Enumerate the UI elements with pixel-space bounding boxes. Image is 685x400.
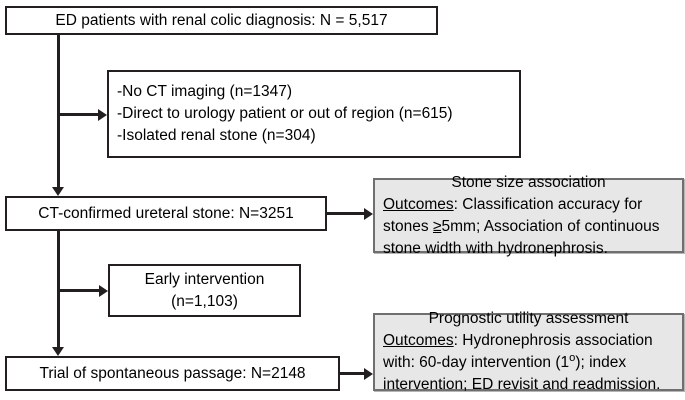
stone-size-outcomes-label: Outcomes bbox=[383, 195, 454, 213]
node-early-intervention-line-1: Early intervention bbox=[144, 270, 265, 288]
greater-equal-icon: ≥ bbox=[432, 217, 442, 235]
exclusion-line-1: -No CT imaging (n=1347) bbox=[117, 83, 293, 100]
node-early-intervention: Early intervention (n=1,103) bbox=[108, 264, 301, 317]
node-cohort: ED patients with renal colic diagnosis: … bbox=[5, 6, 438, 35]
arrowhead-cohort-to-ct bbox=[52, 187, 64, 196]
node-ct-confirmed-label: CT-confirmed ureteral stone: N=3251 bbox=[38, 204, 294, 222]
prognostic-outcomes: Outcomes: Hydronephrosis association wit… bbox=[383, 330, 674, 396]
prognostic-body-part2: ); index intervention; ED revisit and re… bbox=[383, 354, 661, 393]
arrowhead-spine-to-early-intervention bbox=[99, 285, 108, 297]
node-early-intervention-line-2: (n=1,103) bbox=[171, 292, 238, 310]
node-stone-size-association: Stone size association Outcomes: Classif… bbox=[373, 174, 684, 257]
connector-spine-to-exclusions bbox=[57, 113, 99, 116]
node-exclusions: -No CT imaging (n=1347) -Direct to urolo… bbox=[107, 70, 521, 158]
stone-size-title: Stone size association bbox=[451, 173, 606, 191]
arrowhead-ct-to-stone-size bbox=[364, 208, 373, 220]
node-trial-passage: Trial of spontaneous passage: N=2148 bbox=[5, 356, 340, 391]
node-trial-passage-label: Trial of spontaneous passage: N=2148 bbox=[39, 364, 306, 382]
exclusion-line-2: -Direct to urology patient or out of reg… bbox=[117, 105, 453, 122]
stone-size-body-part1: : Classification accuracy for stones bbox=[383, 195, 643, 235]
prognostic-title: Prognostic utility assessment bbox=[428, 310, 629, 327]
connector-cohort-to-ct bbox=[57, 35, 60, 188]
arrowhead-trial-to-prognostic bbox=[364, 368, 373, 380]
node-cohort-label: ED patients with renal colic diagnosis: … bbox=[55, 11, 388, 29]
prognostic-outcomes-label: Outcomes bbox=[383, 332, 454, 349]
node-prognostic-utility-assessment: Prognostic utility assessment Outcomes: … bbox=[373, 310, 684, 393]
degree-superscript-icon: o bbox=[569, 351, 576, 364]
stone-size-outcomes: Outcomes: Classification accuracy for st… bbox=[383, 194, 674, 260]
node-ct-confirmed: CT-confirmed ureteral stone: N=3251 bbox=[5, 196, 327, 231]
connector-spine-to-early-intervention bbox=[57, 289, 100, 292]
arrowhead-spine-to-exclusions bbox=[98, 109, 107, 121]
connector-ct-to-stone-size bbox=[327, 212, 365, 215]
stone-size-body-part2: 5mm; Association of continuous stone wid… bbox=[383, 217, 660, 257]
exclusion-line-3: -Isolated renal stone (n=304) bbox=[117, 127, 316, 144]
connector-trial-to-prognostic bbox=[340, 372, 365, 375]
prognostic-body-part1: : Hydronephrosis association with: 60-da… bbox=[383, 332, 653, 371]
arrowhead-ct-to-trial bbox=[52, 347, 64, 356]
